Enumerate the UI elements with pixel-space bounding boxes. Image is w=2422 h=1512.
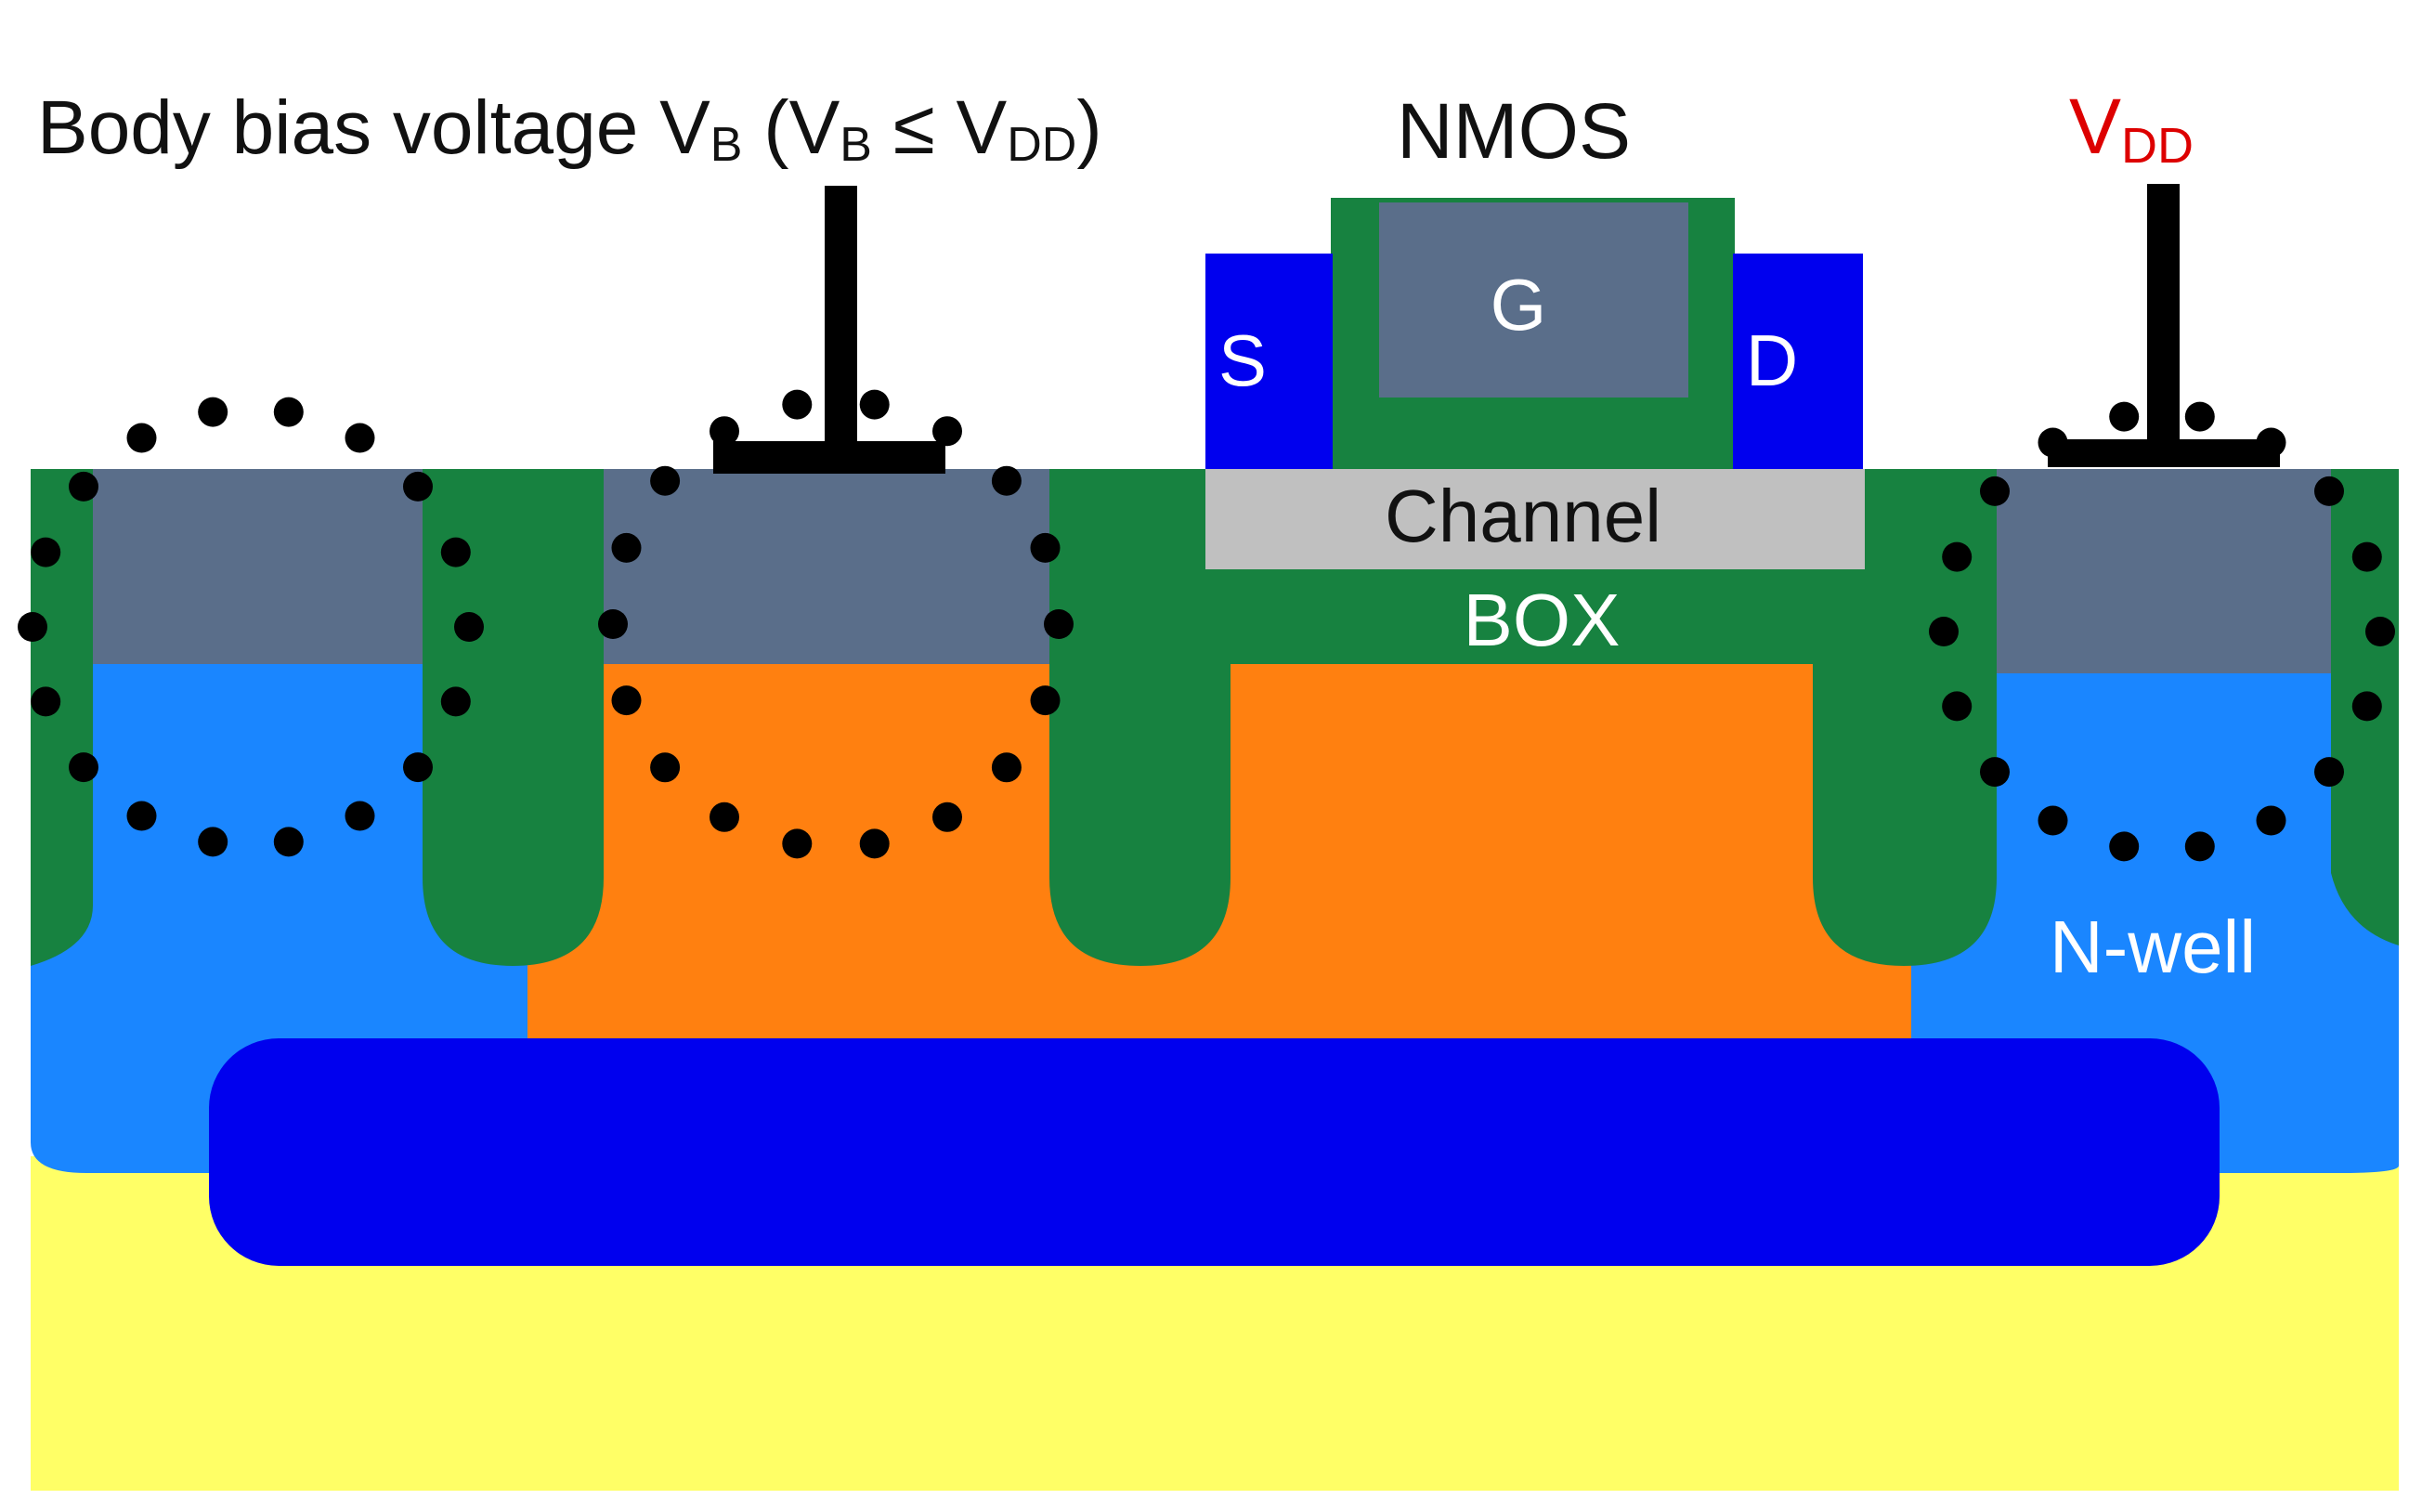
dotted-circle-icon <box>18 389 2395 862</box>
dot-marker <box>782 828 813 859</box>
dot-marker <box>31 686 61 717</box>
diffusion-middle <box>576 469 1096 664</box>
dot-marker <box>1030 685 1061 716</box>
vdd-label: VDD <box>2069 83 2194 174</box>
dot-marker <box>18 612 47 642</box>
dot-marker <box>1929 617 1959 646</box>
dot-marker <box>710 416 739 447</box>
dot-marker <box>650 465 681 496</box>
box-label: BOX <box>1464 579 1621 661</box>
dot-marker <box>859 828 890 859</box>
dot-marker <box>2184 401 2215 432</box>
dot-marker <box>198 397 228 427</box>
dot-marker <box>710 802 739 832</box>
channel-label: Channel <box>1385 475 1661 557</box>
dot-marker <box>69 471 98 502</box>
dot-marker <box>403 471 433 502</box>
dot-marker <box>345 423 375 453</box>
sti-trench-1 <box>423 469 604 966</box>
dot-marker <box>2038 427 2068 458</box>
dot-marker <box>1942 541 1973 572</box>
gate-poly <box>1379 202 1688 398</box>
nmos-label: NMOS <box>1397 87 1631 175</box>
drain-region <box>1733 254 1863 469</box>
dot-marker <box>273 397 304 427</box>
dot-marker <box>403 752 433 783</box>
dot-marker <box>2109 831 2140 862</box>
body-bias-label: Body bias voltage VB (VB ≤ VDD) <box>37 85 1102 172</box>
deep-n-well <box>209 1038 2220 1266</box>
dot-marker <box>611 532 642 563</box>
dot-marker <box>440 686 471 717</box>
dot-marker <box>991 465 1022 496</box>
dot-marker <box>782 389 813 420</box>
dot-marker <box>198 827 228 857</box>
dot-marker <box>126 423 157 453</box>
dot-marker <box>1980 757 2010 788</box>
dot-marker <box>650 752 681 783</box>
drain-label: D <box>1746 319 1798 401</box>
dot-marker <box>1980 476 2010 506</box>
sti-trench-2-box <box>1049 469 1997 966</box>
dot-marker <box>2038 805 2068 836</box>
terminal-contact-icon <box>713 186 945 474</box>
dot-marker <box>2109 401 2140 432</box>
dot-marker <box>440 537 471 567</box>
gate-label: G <box>1491 264 1547 345</box>
dot-marker <box>273 827 304 857</box>
dot-marker <box>2314 757 2344 788</box>
dot-marker <box>2256 805 2286 836</box>
dot-marker <box>598 609 628 639</box>
dot-marker <box>69 752 98 783</box>
dot-marker <box>2256 427 2286 458</box>
dot-marker <box>2365 617 2395 646</box>
nwell-label: N-well <box>2050 906 2256 988</box>
dot-marker <box>859 389 890 420</box>
dot-marker <box>932 416 962 447</box>
dot-marker <box>454 612 484 642</box>
dot-marker <box>31 537 61 567</box>
channel-region <box>1205 469 1865 569</box>
dot-marker <box>1030 532 1061 563</box>
terminal-contact-icon <box>2048 184 2280 467</box>
dot-marker <box>126 801 157 831</box>
dot-marker <box>991 752 1022 783</box>
dot-marker <box>2314 476 2344 506</box>
source-label: S <box>1218 319 1267 401</box>
oxide-sti <box>31 469 93 966</box>
dot-marker <box>2351 541 2382 572</box>
dot-marker <box>2351 691 2382 722</box>
source-region <box>1205 254 1333 469</box>
dot-marker <box>2184 831 2215 862</box>
dot-marker <box>932 802 962 832</box>
dot-marker <box>1044 609 1074 639</box>
dot-marker <box>1942 691 1973 722</box>
dot-marker <box>611 685 642 716</box>
dot-marker <box>345 801 375 831</box>
